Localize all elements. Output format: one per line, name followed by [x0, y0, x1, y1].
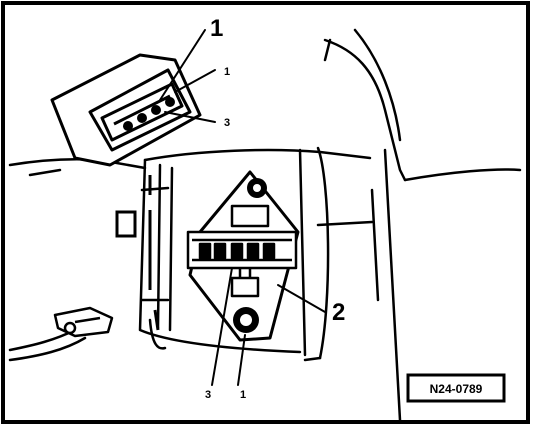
bracket-tab	[115, 210, 137, 238]
callout-plug-pin-1: 1	[224, 66, 230, 78]
engine-bay-outline	[323, 28, 522, 422]
reference-code-box	[406, 373, 506, 403]
housing-ribs	[148, 175, 160, 331]
bottom-screw	[233, 307, 259, 333]
drawing-frame	[1, 1, 530, 424]
callout-socket-pin-3: 3	[205, 389, 211, 401]
air-mass-meter-housing	[138, 146, 374, 362]
plug-pins	[123, 97, 175, 131]
top-screw	[247, 178, 267, 198]
socket-connector	[186, 204, 298, 298]
callout-main-1: 1	[210, 15, 223, 42]
callout-main-2: 2	[332, 299, 345, 326]
reference-code: N24-0789	[430, 382, 483, 396]
hose-clamp	[53, 306, 114, 338]
plug-connector	[50, 53, 202, 167]
callout-socket-pin-1: 1	[240, 389, 246, 401]
callout-plug-pin-3: 3	[224, 117, 230, 129]
leader-lines	[159, 29, 326, 386]
